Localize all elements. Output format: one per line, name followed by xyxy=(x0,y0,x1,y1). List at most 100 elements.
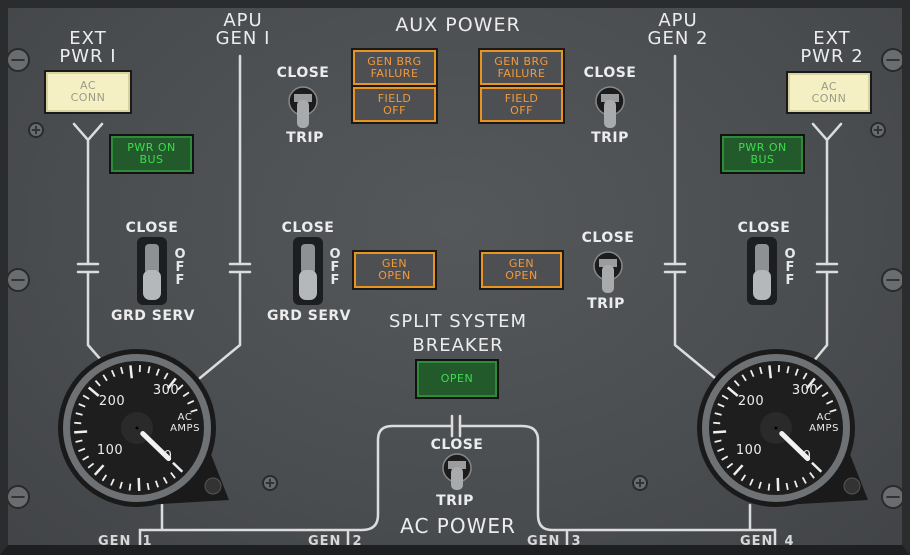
gauge-tick xyxy=(129,365,134,379)
gauge-tick xyxy=(172,461,184,473)
ext-pwr-1-line xyxy=(72,122,110,370)
gen-2-trip-label: TRIP xyxy=(591,130,629,146)
gen-1-close-label: CLOSE xyxy=(276,65,330,81)
apu-gen-1-line xyxy=(198,54,242,380)
gauge-tick xyxy=(87,386,100,397)
gauge-scale-label: 300 xyxy=(152,383,180,398)
gauge-tick xyxy=(826,399,834,405)
screw-icon xyxy=(28,122,44,138)
gauge-needle xyxy=(779,431,811,462)
gen-2b-close-label: CLOSE xyxy=(581,230,635,246)
ext-pwr-1-switch[interactable] xyxy=(136,236,168,306)
gauge-tick xyxy=(74,430,88,434)
gauge-tick xyxy=(726,386,739,397)
screw-icon xyxy=(881,485,905,509)
gauge-tick xyxy=(713,421,721,425)
gauge-tick xyxy=(717,403,725,408)
apu-1-close-label: CLOSE xyxy=(281,220,335,236)
gauge-tick xyxy=(741,374,747,382)
gauge-tick xyxy=(793,480,798,488)
gauge-tick xyxy=(786,366,790,374)
split-system-breaker-switch[interactable] xyxy=(440,453,474,491)
gen-3-bus-label: GEN 3 xyxy=(527,534,582,549)
split-trip-label: TRIP xyxy=(436,493,474,509)
gauge-tick xyxy=(767,483,771,491)
gauge-tick xyxy=(154,480,159,488)
gauge-tick xyxy=(721,394,729,400)
gen-2b-breaker-switch[interactable] xyxy=(591,251,625,295)
screw-icon xyxy=(6,485,30,509)
gauge-tick xyxy=(162,476,168,484)
screw-icon xyxy=(881,268,905,292)
gauge-tick xyxy=(78,447,86,453)
gauge-tick xyxy=(177,384,184,391)
gauge-scale-label: 100 xyxy=(735,443,763,458)
screw-icon xyxy=(6,268,30,292)
gauge-tick xyxy=(829,408,837,413)
gauge-tick xyxy=(74,421,82,425)
gauge-tick xyxy=(128,483,132,491)
gauge-tick xyxy=(811,461,823,473)
split-close-label: CLOSE xyxy=(430,437,484,453)
split-open-light: OPEN xyxy=(415,359,499,399)
panel-title: AUX POWER xyxy=(395,14,521,36)
gauge-tick xyxy=(82,394,90,400)
gauge-needle xyxy=(140,431,172,462)
ac-bus-line xyxy=(138,424,777,550)
screw-icon xyxy=(881,48,905,72)
gen-1-trip-label: TRIP xyxy=(286,130,324,146)
left-ac-amps-gauge xyxy=(58,349,229,507)
gauge-tick xyxy=(163,372,169,380)
gauge-tick xyxy=(794,368,799,376)
gauge-tick xyxy=(758,481,762,489)
gauge-scale-label: 200 xyxy=(98,394,126,409)
gauge-tick xyxy=(714,439,722,443)
gauge-tick xyxy=(119,481,123,489)
screw-icon xyxy=(632,475,648,491)
gauge-tick xyxy=(82,455,90,461)
gauge-tick xyxy=(714,412,722,416)
gen-2-breaker-switch[interactable] xyxy=(593,86,627,130)
gauge-scale-label: 0 xyxy=(163,449,173,464)
gauge-tick xyxy=(155,368,160,376)
gauge-tick xyxy=(78,403,86,408)
ext-1-grd-serv-label: GRD SERV xyxy=(110,308,196,324)
gen-1-breaker-switch[interactable] xyxy=(286,86,320,130)
gauge-tick xyxy=(102,374,108,382)
gauge-tick xyxy=(732,464,744,476)
gauge-tick xyxy=(749,369,755,378)
apu-gen-1-switch[interactable] xyxy=(292,236,324,306)
gauge-tick xyxy=(87,462,95,469)
screw-icon xyxy=(262,475,278,491)
gauge-tick xyxy=(93,464,105,476)
gauge-tick xyxy=(170,472,176,479)
gauge-tick xyxy=(749,478,754,486)
gen-2-bus-label: GEN 2 xyxy=(308,534,363,549)
gauge-scale-label: 200 xyxy=(737,394,765,409)
gauge-scale-label: 0 xyxy=(802,449,812,464)
ext-pwr-2-switch[interactable] xyxy=(746,236,778,306)
ac-power-label: AC POWER xyxy=(400,514,516,538)
ext-1-close-label: CLOSE xyxy=(125,220,179,236)
gen-2b-trip-label: TRIP xyxy=(587,296,625,312)
gauge-tick xyxy=(75,412,83,416)
gauge-scale-label: 300 xyxy=(791,383,819,398)
gauge-scale-label: 100 xyxy=(96,443,124,458)
gauge-tick xyxy=(75,439,83,443)
gauge-tick xyxy=(166,377,177,390)
gauge-tick xyxy=(94,380,101,387)
